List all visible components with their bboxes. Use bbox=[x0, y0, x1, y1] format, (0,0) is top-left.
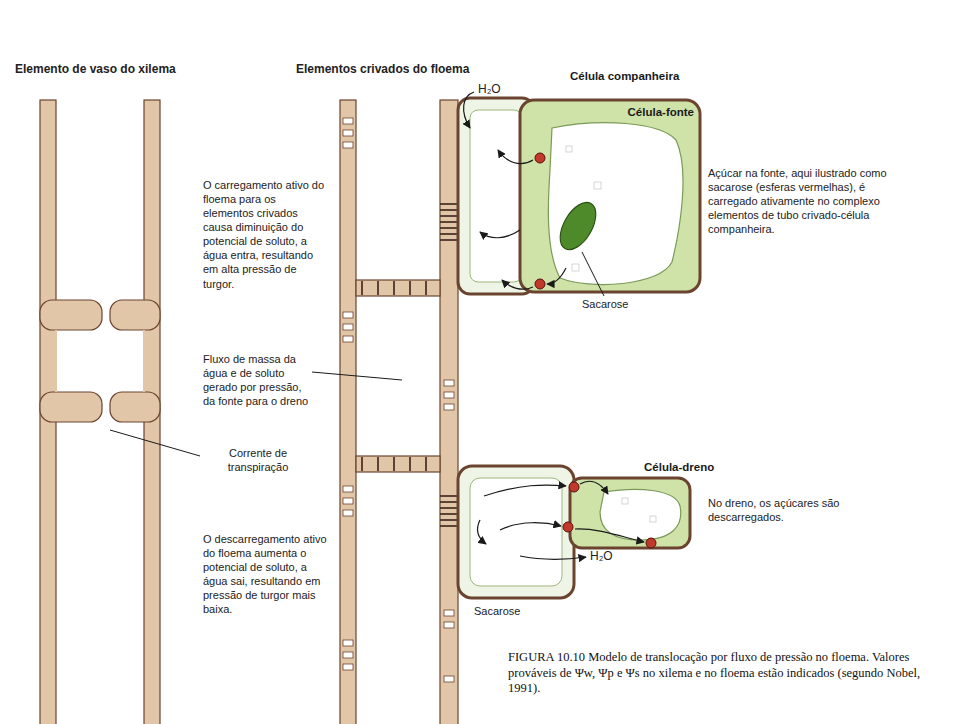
sieve-pore bbox=[361, 281, 363, 295]
wall-pore bbox=[444, 676, 454, 682]
plasmodesma bbox=[440, 203, 458, 205]
wall-pore bbox=[343, 142, 353, 148]
cell-name: Célula companheira bbox=[570, 70, 700, 84]
wall-pore bbox=[343, 336, 353, 342]
sieve-pore bbox=[409, 457, 411, 471]
plasmodesma bbox=[440, 501, 458, 503]
sieve-pore bbox=[393, 281, 395, 295]
wall-pores bbox=[343, 118, 454, 682]
wall-pore bbox=[343, 130, 353, 136]
wall-pore bbox=[343, 510, 353, 516]
note-text: Açúcar na fonte, aqui ilustrado como sac… bbox=[708, 166, 910, 236]
plasmodesma bbox=[440, 513, 458, 515]
sieve-tube bbox=[340, 100, 458, 724]
companion-cell: Célula companheira bbox=[458, 98, 534, 294]
plasmodesma bbox=[440, 519, 458, 521]
callout-text: O carregamento ativo do floema para os e… bbox=[203, 178, 329, 291]
wall-pore bbox=[444, 610, 454, 616]
plasmodesma bbox=[440, 239, 458, 241]
sieve-pore bbox=[377, 457, 379, 471]
plasmodesma bbox=[440, 525, 458, 527]
wall-pore bbox=[343, 652, 353, 658]
wall-pore bbox=[444, 622, 454, 628]
wall-pore bbox=[343, 324, 353, 330]
callout-text: Fluxo de massa da água e de soluto gerad… bbox=[203, 352, 311, 408]
wall-pore bbox=[343, 118, 353, 124]
plasmodesma bbox=[440, 233, 458, 235]
sieve-pore bbox=[409, 281, 411, 295]
sieve-pore bbox=[425, 457, 427, 471]
wall-pore bbox=[343, 498, 353, 504]
wall-pore bbox=[343, 486, 353, 492]
flow-arrows bbox=[464, 92, 644, 559]
sieve-pore bbox=[361, 457, 363, 471]
source-cells bbox=[458, 98, 700, 294]
plasmodesma bbox=[440, 221, 458, 223]
cell-name: Célula-dreno bbox=[644, 461, 734, 475]
water-label: H₂O bbox=[590, 549, 620, 564]
wall-pore bbox=[343, 664, 353, 670]
wall-pore bbox=[444, 380, 454, 386]
plasmodesma bbox=[440, 227, 458, 229]
cell-name: Célula-fonte bbox=[618, 106, 694, 120]
wall-pore bbox=[343, 312, 353, 318]
callout-text: Corrente de transpiração bbox=[203, 446, 313, 474]
sieve-pore bbox=[393, 457, 395, 471]
plasmodesma bbox=[440, 209, 458, 211]
sieve-pore bbox=[377, 281, 379, 295]
column-heading: Elementos crivados do floema bbox=[296, 62, 496, 77]
figure-caption: FIGURA 10.10 Modelo de translocação por … bbox=[508, 650, 948, 697]
water-label: H₂O bbox=[478, 82, 508, 97]
sucrose-spheres bbox=[535, 153, 656, 548]
note-text: No dreno, os açúcares são descarregados. bbox=[708, 496, 908, 524]
sink-cell: Célula-dreno bbox=[570, 478, 690, 548]
wall-pore bbox=[444, 392, 454, 398]
source-cell: Célula-fonte bbox=[520, 100, 700, 292]
column-heading: Elemento de vaso do xilema bbox=[15, 62, 215, 77]
wall-pore bbox=[343, 640, 353, 646]
callout-text: O descarregamento ativo do floema aument… bbox=[203, 532, 329, 616]
wall-pore bbox=[444, 404, 454, 410]
sieve-plate-pores bbox=[362, 204, 458, 526]
xylem-vessel bbox=[40, 100, 160, 724]
plasmodesma bbox=[440, 495, 458, 497]
sieve-pore bbox=[425, 281, 427, 295]
leader-lines bbox=[110, 252, 604, 456]
sink-cells bbox=[458, 466, 690, 598]
plasmodesma bbox=[440, 215, 458, 217]
sucrose-label: Sacarose bbox=[582, 297, 652, 311]
plasmodesma bbox=[440, 507, 458, 509]
sucrose-label: Sacarose bbox=[474, 604, 544, 618]
